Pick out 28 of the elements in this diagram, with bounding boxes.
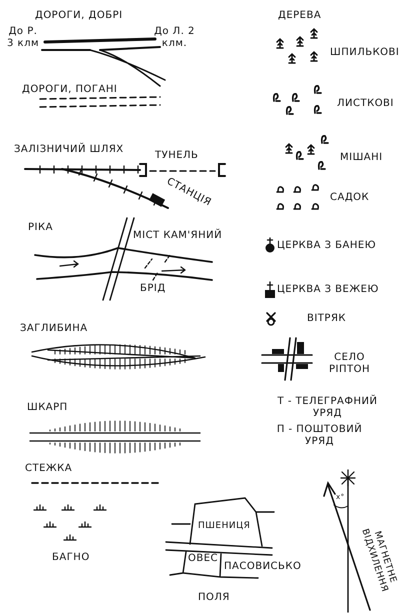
field-label: ПАСОВИСЬКО: [224, 561, 302, 573]
symbol-label: СЕЛО РІПТОН: [328, 352, 371, 376]
legend-heading: ПОЛЯ: [198, 592, 230, 604]
symbol-label: ШПИЛЬКОВІ: [330, 47, 400, 59]
symbol-label: МІСТ КАМ'ЯНИЙ: [133, 230, 222, 242]
field-label: ПШЕНИЦЯ: [198, 520, 250, 532]
legend-heading: ЗАГЛИБИНА: [20, 323, 88, 335]
symbol-label: Т - ТЕЛЕГРАФНИЙ УРЯД: [276, 396, 378, 420]
legend-heading: ДОРОГИ, ДОБРІ: [35, 10, 123, 22]
symbol-label: ВІТРЯК: [307, 313, 346, 325]
symbol-label: САДОК: [330, 192, 370, 204]
legend-heading: СТЕЖКА: [25, 463, 72, 475]
symbol-label: МІШАНІ: [340, 152, 383, 164]
symbol-label: ТУНЕЛЬ: [155, 150, 198, 162]
field-label: ОВЕС: [188, 553, 218, 565]
symbol-label: ЦЕРКВА З БАНЕЮ: [277, 240, 376, 252]
symbol-label: БРІД: [140, 283, 166, 295]
legend-heading: РІКА: [28, 222, 53, 234]
legend-heading: ДОРОГИ, ПОГАНІ: [22, 84, 118, 96]
symbol-label: ЛИСТКОВІ: [337, 98, 394, 110]
distance-label: До Р. 3 клм: [6, 26, 40, 50]
legend-heading: ШКАРП: [27, 402, 68, 414]
legend-heading: ЗАЛІЗНИЧИЙ ШЛЯХ: [14, 144, 124, 156]
distance-label: До Л. 2 клм.: [153, 26, 196, 50]
legend-heading: БАГНО: [52, 552, 90, 564]
legend-heading: ДЕРЕВА: [278, 10, 322, 22]
symbol-label: П - ПОШТОВИЙ УРЯД: [276, 424, 364, 448]
symbol-label: ЦЕРКВА З ВЕЖЕЮ: [277, 284, 379, 296]
